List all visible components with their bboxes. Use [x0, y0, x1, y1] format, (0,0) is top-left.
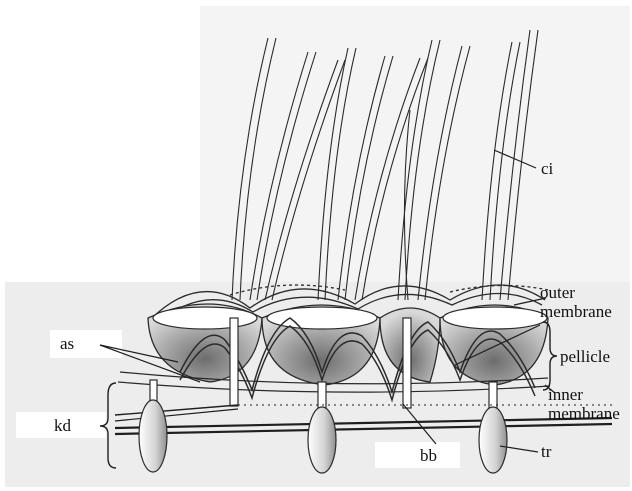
label-inner: inner	[548, 385, 583, 404]
upper-panel	[200, 6, 630, 282]
label-inner-membrane: membrane	[548, 404, 620, 423]
cup-rims	[153, 307, 547, 329]
trichocyst-3	[479, 407, 507, 473]
label-kd: kd	[54, 416, 72, 435]
label-ci: ci	[541, 159, 554, 178]
label-bb: bb	[420, 446, 437, 465]
label-box-bb	[375, 442, 460, 468]
label-outer: outer	[540, 283, 575, 302]
trichocyst-1	[139, 400, 167, 472]
label-tr: tr	[541, 442, 552, 461]
trichocyst-2	[308, 407, 336, 473]
label-outer-membrane: membrane	[540, 302, 612, 321]
label-as: as	[60, 334, 74, 353]
label-pellicle: pellicle	[560, 347, 610, 366]
